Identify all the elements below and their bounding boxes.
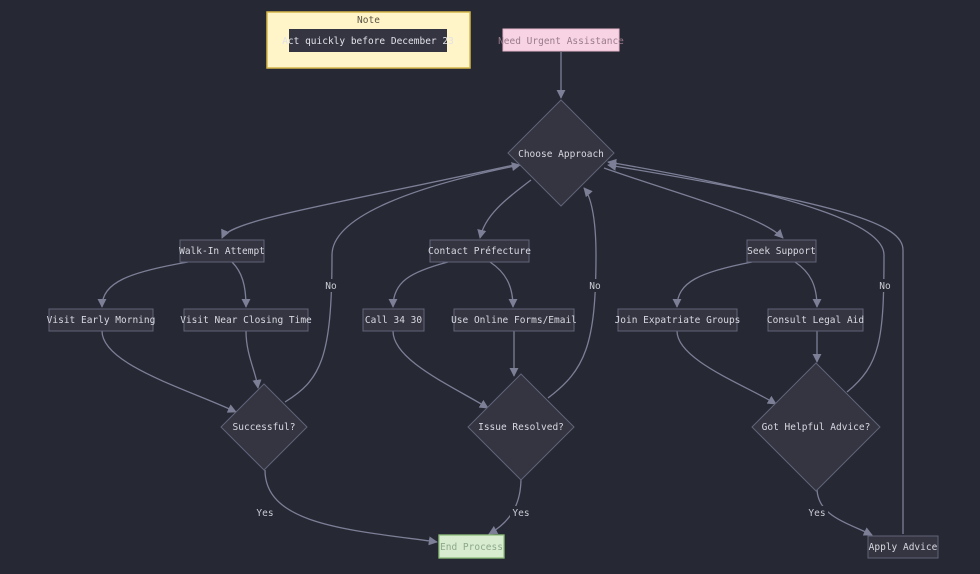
edge-label-no-successful: No <box>325 281 337 292</box>
decision-issue-resolved: Issue Resolved? <box>467 373 575 481</box>
edge-closing-successful <box>245 330 262 389</box>
edge-choose-walkin <box>221 164 515 239</box>
edge-support-expat <box>672 261 753 308</box>
node-visit-early-morning: Visit Early Morning <box>47 308 156 332</box>
edge-call-resolved <box>392 330 489 409</box>
svg-text:Seek Support: Seek Support <box>747 246 816 257</box>
edge-expat-advice <box>676 330 777 405</box>
svg-text:Consult Legal Aid: Consult Legal Aid <box>767 315 864 326</box>
edge-label-yes-successful: Yes <box>256 508 273 519</box>
svg-text:Walk-In Attempt: Walk-In Attempt <box>179 246 265 257</box>
svg-text:Successful?: Successful? <box>233 422 296 433</box>
node-seek-support: Seek Support <box>746 239 817 263</box>
svg-text:Issue Resolved?: Issue Resolved? <box>478 422 564 433</box>
note-title: Note <box>357 15 380 26</box>
node-contact-prefecture: Contact Préfecture <box>428 239 531 263</box>
decision-successful: Successful? <box>220 383 308 471</box>
node-end-process: End Process <box>438 534 505 559</box>
edge-successful-choose <box>284 162 521 403</box>
edge-resolved-choose <box>547 187 597 399</box>
edge-label-yes-advice: Yes <box>808 508 825 519</box>
node-consult-legal-aid: Consult Legal Aid <box>767 308 864 332</box>
svg-text:Need Urgent Assistance: Need Urgent Assistance <box>498 36 624 47</box>
node-join-expatriate-groups: Join Expatriate Groups <box>615 308 741 332</box>
node-visit-near-closing-time: Visit Near Closing Time <box>180 308 312 332</box>
node-call-34-30: Call 34 30 <box>362 308 425 332</box>
edge-choose-support <box>603 167 784 239</box>
edge-apply-choose <box>607 161 904 534</box>
node-use-online-forms-email: Use Online Forms/Email <box>451 308 577 332</box>
edge-advice-apply <box>816 487 873 536</box>
edge-choose-contact <box>477 179 532 239</box>
edge-walkin-early <box>97 261 189 308</box>
svg-text:Contact Préfecture: Contact Préfecture <box>428 246 531 257</box>
edge-contact-call <box>388 261 449 308</box>
note: Note Act quickly before December 23 <box>266 11 471 69</box>
svg-text:Visit Early Morning: Visit Early Morning <box>47 315 156 326</box>
edge-advice-choose <box>607 158 885 393</box>
edge-support-legal <box>794 261 822 308</box>
edge-early-successful <box>101 330 237 413</box>
edge-contact-online <box>489 261 518 308</box>
decision-got-helpful-advice: Got Helpful Advice? <box>751 362 881 492</box>
svg-text:Join Expatriate Groups: Join Expatriate Groups <box>615 315 741 326</box>
edge-label-no-advice: No <box>879 281 891 292</box>
note-text: Act quickly before December 23 <box>282 36 454 47</box>
edge-label-yes-resolved: Yes <box>512 508 529 519</box>
svg-text:Use Online Forms/Email: Use Online Forms/Email <box>451 315 577 326</box>
svg-text:Call 34 30: Call 34 30 <box>365 315 422 326</box>
svg-text:Got Helpful Advice?: Got Helpful Advice? <box>762 422 871 433</box>
edges <box>97 52 904 546</box>
edge-walkin-closing <box>231 261 251 308</box>
edge-label-no-resolved: No <box>589 281 601 292</box>
node-apply-advice: Apply Advice <box>867 535 939 559</box>
node-need-urgent-assistance: Need Urgent Assistance <box>498 28 624 52</box>
svg-text:End Process: End Process <box>440 542 503 553</box>
svg-text:Visit Near Closing Time: Visit Near Closing Time <box>180 315 312 326</box>
node-walk-in-attempt: Walk-In Attempt <box>179 239 265 263</box>
svg-text:Choose Approach: Choose Approach <box>518 149 604 160</box>
decision-choose-approach: Choose Approach <box>507 99 615 207</box>
edge-labels: No No No Yes Yes Yes <box>254 279 893 519</box>
edge-successful-end <box>264 469 438 546</box>
svg-text:Apply Advice: Apply Advice <box>869 542 938 553</box>
